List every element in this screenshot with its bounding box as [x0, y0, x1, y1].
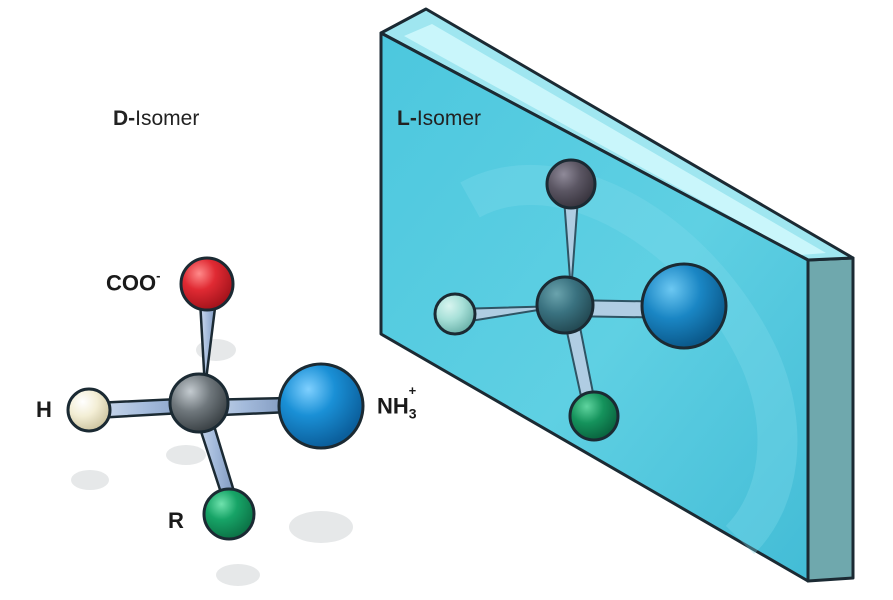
label-amine-subscript: 3 [408, 405, 417, 422]
atom-r-group [202, 487, 256, 541]
shadow [71, 470, 109, 490]
label-hydrogen: H [36, 397, 52, 423]
l-isomer-prefix: L- [397, 107, 417, 130]
mirror-side [806, 256, 855, 583]
label-carboxyl: COO- [106, 268, 161, 296]
atom-amine [277, 362, 365, 450]
label-carboxyl-charge: - [156, 268, 161, 283]
label-amine-text: NH [377, 393, 409, 419]
shadow [216, 564, 260, 586]
label-hydrogen-text: H [36, 397, 52, 422]
l-isomer-word: Isomer [416, 107, 482, 130]
l-atom-left [433, 292, 477, 336]
atom-hydrogen [66, 387, 112, 433]
d-isomer-prefix: D- [113, 107, 136, 130]
atom-carboxyl [179, 256, 235, 312]
l-isomer-molecule [433, 158, 728, 442]
l-atom-center [535, 275, 595, 335]
l-isomer-title: L-Isomer [397, 107, 481, 131]
d-isomer-word: Isomer [135, 107, 200, 130]
mirror-top-highlight [404, 24, 826, 255]
label-r-group: R [168, 508, 184, 534]
mirror [379, 7, 855, 583]
shadow [289, 511, 353, 543]
l-atom-top [545, 158, 597, 210]
label-amine: NH3 + [377, 383, 417, 422]
d-isomer-molecule [66, 256, 365, 541]
l-atom-bottom [568, 390, 620, 442]
d-isomer-title: D-Isomer [113, 107, 199, 131]
atom-carbon [168, 372, 230, 434]
shadow [166, 445, 206, 465]
label-amine-charge: + [408, 383, 417, 398]
l-atom-right [640, 262, 728, 350]
label-carboxyl-text: COO [106, 270, 157, 296]
label-r-group-text: R [168, 508, 184, 533]
